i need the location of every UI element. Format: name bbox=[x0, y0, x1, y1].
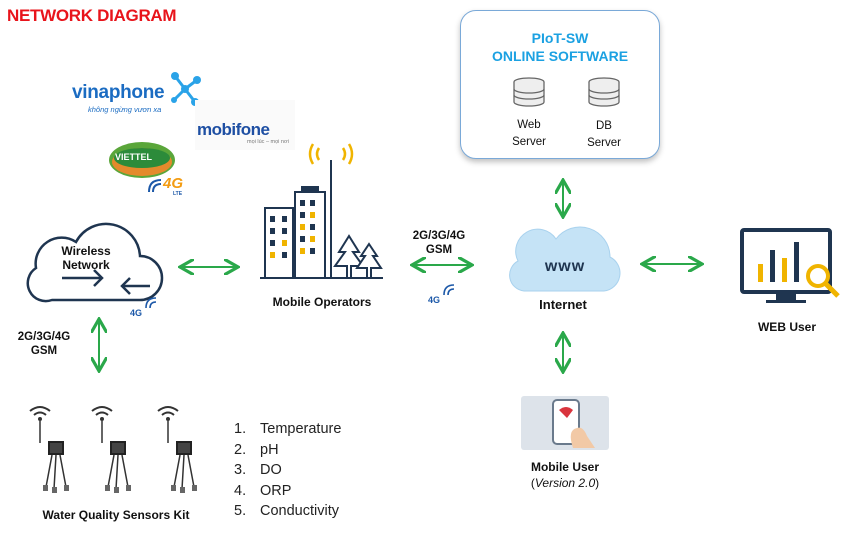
mobifone-wordmark: mobifone bbox=[197, 120, 270, 139]
internet-cloud-icon bbox=[509, 226, 621, 292]
left-gsm-line1: 2G/3G/4G bbox=[17, 331, 71, 343]
web-server-label: Web Server bbox=[499, 117, 559, 151]
param-number: 3. bbox=[234, 462, 247, 478]
sensor-1 bbox=[29, 406, 69, 493]
vinaphone-logo: vinaphone không ngừng vươn xa bbox=[70, 72, 201, 117]
vinaphone-star-icon bbox=[171, 72, 201, 106]
mobile-operators-label: Mobile Operators bbox=[272, 295, 372, 309]
diagram-title: NETWORK DIAGRAM bbox=[7, 6, 177, 25]
vinaphone-wordmark: vinaphone bbox=[72, 82, 165, 103]
mid-gsm-line1: 2G/3G/4G bbox=[412, 230, 466, 242]
param-label: pH bbox=[260, 441, 279, 458]
web-user-monitor-icon bbox=[740, 228, 840, 303]
wireless-label-line1: Wireless bbox=[61, 244, 111, 258]
mobile-user-version: (Version 2.0) bbox=[530, 476, 600, 490]
viettel-emblem-icon bbox=[109, 142, 175, 178]
web-server-database-icon bbox=[513, 77, 545, 107]
parameter-item: 4. ORP bbox=[234, 481, 341, 502]
mobile-operators-city-icon bbox=[260, 143, 383, 279]
lte-label: LTE bbox=[173, 191, 183, 197]
mobile-user-phone-icon bbox=[521, 396, 609, 450]
server-box-title: PIoT-SW bbox=[531, 30, 589, 46]
lte-4g-badge: 4G bbox=[163, 175, 184, 192]
param-number: 4. bbox=[234, 482, 247, 499]
vinaphone-tagline: không ngừng vươn xa bbox=[88, 105, 162, 114]
web-user-label: WEB User bbox=[757, 320, 816, 334]
piot-sw-server-box: PIoT-SW ONLINE SOFTWARE Web Server DB Se… bbox=[460, 10, 660, 159]
mobifone-tagline: mọi lúc – mọi nơi bbox=[247, 139, 289, 145]
db-server-label: DB Server bbox=[574, 118, 634, 152]
web-server-line1: Web bbox=[517, 119, 541, 131]
server-box-subtitle: ONLINE SOFTWARE bbox=[491, 48, 629, 64]
mobile-user-version-text: Version 2.0 bbox=[534, 476, 596, 490]
mobifone-logo: mobifone mọi lúc – mọi nơi bbox=[195, 100, 295, 150]
mobile-user-label: Mobile User bbox=[530, 460, 599, 474]
mid-gsm-label: 2G/3G/4G GSM bbox=[404, 229, 474, 257]
mid-gsm-line2: GSM bbox=[425, 244, 453, 256]
mid-4g-signal-icon bbox=[443, 284, 455, 296]
wireless-label-line2: Network bbox=[62, 258, 110, 272]
parameter-item: 1. Temperature bbox=[234, 419, 341, 440]
param-number: 5. bbox=[234, 503, 247, 519]
param-label: ORP bbox=[260, 482, 292, 499]
viettel-logo: VIETTEL 4G LTE bbox=[107, 140, 187, 200]
sensor-2 bbox=[91, 406, 131, 493]
wireless-network-cloud-icon bbox=[26, 222, 164, 303]
www-label: www bbox=[544, 258, 586, 275]
parameter-item: 5. Conductivity bbox=[234, 501, 341, 522]
parameter-item: 2. pH bbox=[234, 440, 341, 461]
param-label: Temperature bbox=[260, 421, 342, 437]
wireless-4g-text: 4G bbox=[130, 308, 143, 318]
left-gsm-label: 2G/3G/4G GSM bbox=[12, 330, 76, 358]
db-server-line1: DB bbox=[596, 120, 612, 132]
parameter-item: 3. DO bbox=[234, 460, 341, 481]
mid-4g-badge: 4G bbox=[428, 284, 455, 308]
db-server-database-icon bbox=[588, 77, 620, 107]
sensor-3 bbox=[157, 406, 197, 493]
viettel-wordmark: VIETTEL bbox=[115, 152, 153, 162]
wireless-4g-signal-icon bbox=[145, 297, 157, 309]
param-label: DO bbox=[260, 462, 282, 478]
lte-signal-icon bbox=[148, 179, 162, 193]
param-number: 2. bbox=[234, 441, 247, 458]
left-gsm-line2: GSM bbox=[30, 345, 58, 357]
param-number: 1. bbox=[234, 421, 247, 437]
internet-label: Internet bbox=[539, 297, 587, 312]
sensors-kit-icon bbox=[29, 406, 197, 493]
parameter-list: 1. Temperature 2. pH 3. DO 4. ORP 5. Conducti… bbox=[234, 419, 341, 522]
db-server-line2: Server bbox=[587, 137, 621, 149]
wireless-4g-badge: 4G bbox=[130, 297, 157, 321]
web-server-line2: Server bbox=[512, 136, 546, 148]
param-label: Conductivity bbox=[260, 503, 339, 519]
mid-4g-text: 4G bbox=[428, 295, 441, 305]
sensors-kit-label: Water Quality Sensors Kit bbox=[42, 508, 190, 522]
wireless-network-label: Wireless Network bbox=[56, 244, 116, 272]
